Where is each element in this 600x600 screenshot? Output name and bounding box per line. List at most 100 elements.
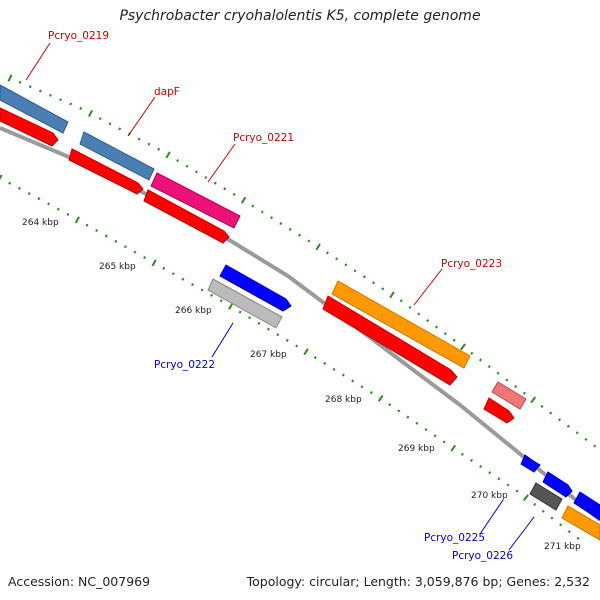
gene-label-Pcryo_0219[interactable]: Pcryo_0219 [48,30,109,42]
minor-tick [469,458,474,462]
scale-label-264: 264 kbp [22,218,59,228]
minor-tick [266,327,270,331]
feature-bar-blue-2[interactable] [520,454,541,473]
major-tick [240,196,247,204]
minor-tick [123,245,127,249]
minor-tick [69,102,73,106]
feature-bar-silver[interactable] [207,278,283,329]
minor-tick [307,239,311,243]
cds-bar-red-5[interactable] [483,397,515,424]
minor-tick [194,170,198,174]
minor-tick [479,358,483,362]
minor-tick [276,333,280,337]
minor-tick [325,251,329,255]
minor-tick [351,379,355,383]
minor-tick [248,316,251,320]
minor-tick [285,338,289,342]
minor-tick [176,159,180,163]
minor-tick [200,288,204,292]
minor-tick [185,164,189,168]
minor-tick [213,181,217,185]
feature-bar-pink[interactable] [491,381,527,410]
major-tick [74,216,80,224]
tick-marks [0,74,597,540]
gene-label-Pcryo_0221[interactable]: Pcryo_0221 [233,132,294,144]
minor-tick [397,409,401,413]
scale-label-271: 271 kbp [544,542,581,552]
minor-tick [270,216,274,220]
minor-tick [415,421,419,425]
minor-tick [497,477,501,481]
minor-tick [593,444,597,448]
minor-tick [522,391,526,395]
gene-label-Pcryo_0226[interactable]: Pcryo_0226 [452,550,513,562]
scale-label-269: 269 kbp [398,444,435,454]
cds-bar-red-1[interactable] [0,107,59,147]
minor-tick [344,263,348,267]
minor-tick [238,310,242,314]
minor-tick [108,122,112,126]
genome-backbone [0,126,600,522]
cds-bar-red-3[interactable] [143,189,230,244]
minor-tick [399,299,403,303]
minor-tick [157,147,161,151]
minor-tick [114,239,118,243]
scale-label-270: 270 kbp [471,491,508,501]
minor-tick [56,207,60,211]
minor-tick [417,312,421,316]
minor-tick [514,384,518,389]
feature-bar-blue-4[interactable] [573,491,600,521]
feature-bar-orange[interactable] [331,280,471,369]
major-tick [303,348,309,356]
minor-tick [223,187,227,191]
scale-label-267: 267 kbp [250,350,287,360]
accession-text: Accession: NC_007969 [8,574,151,589]
scale-label-265: 265 kbp [99,262,136,272]
major-tick [315,243,321,251]
minor-tick [204,175,208,180]
minor-tick [85,223,89,227]
gene-label-dapF[interactable]: dapF [154,86,180,98]
feature-bar-orange-2[interactable] [561,505,600,541]
minor-tick [37,197,41,201]
feature-bar-blue-3[interactable] [542,471,573,498]
minor-tick [584,437,588,442]
major-tick [460,343,466,351]
minor-tick [232,192,236,197]
scale-labels: 264 kbp 265 kbp 266 kbp 267 kbp 268 kbp … [22,218,581,552]
minor-tick [27,192,31,196]
minor-tick [8,181,12,185]
feature-bar-magenta[interactable] [150,172,241,229]
minor-tick [323,361,327,365]
feature-bar-blue-1[interactable] [219,264,292,312]
minor-tick [341,373,345,377]
minor-tick [335,257,339,261]
major-tick [165,151,171,159]
minor-tick [38,89,42,93]
cds-bar-red-4[interactable] [322,295,458,386]
gene-label-Pcryo_0222[interactable]: Pcryo_0222 [154,359,215,371]
minor-tick [332,367,336,371]
minor-tick [295,344,299,348]
minor-tick [372,281,376,285]
minor-tick [360,385,364,389]
gene-label-Pcryo_0223[interactable]: Pcryo_0223 [441,258,502,270]
minor-tick [424,428,428,432]
feature-bar-steelblue-1[interactable] [0,84,69,134]
feature-bar-darkgray[interactable] [529,482,563,511]
cds-bar-red-2[interactable] [68,148,144,195]
minor-tick [66,212,70,216]
major-tick [530,396,537,404]
minor-tick [257,321,261,325]
minor-tick [506,483,510,487]
minor-tick [49,93,52,97]
feature-bar-steelblue-2[interactable] [79,131,155,181]
gene-label-Pcryo_0225[interactable]: Pcryo_0225 [424,532,485,544]
minor-tick [406,415,410,419]
minor-tick [541,509,545,513]
minor-tick [575,431,579,435]
major-tick [523,494,529,502]
minor-tick [558,418,562,422]
minor-tick [576,536,580,540]
